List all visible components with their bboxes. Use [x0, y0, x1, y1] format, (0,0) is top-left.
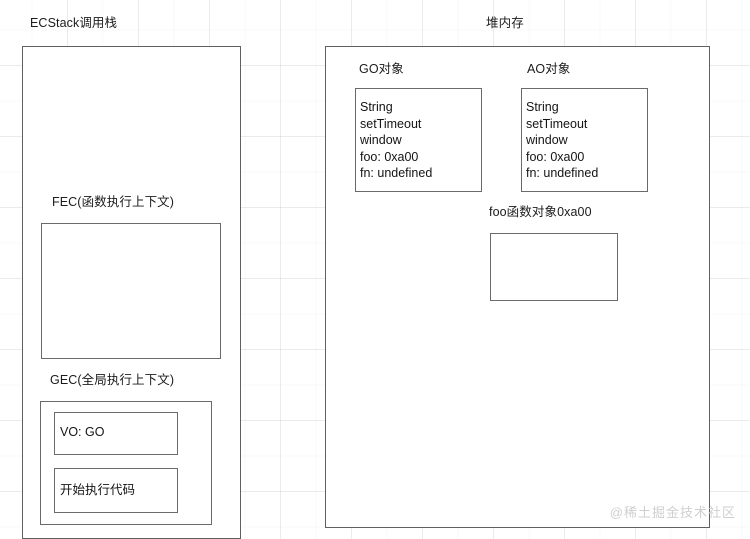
go-object-properties: String setTimeout window foo: 0xa00 fn: … — [360, 100, 433, 181]
foo-function-object-box — [490, 233, 618, 301]
gec-item-start-label: 开始执行代码 — [60, 483, 136, 497]
foo-function-object-label: foo函数对象0xa00 — [489, 205, 592, 219]
fec-label: FEC(函数执行上下文) — [52, 195, 175, 209]
fec-box — [41, 223, 221, 359]
gec-label: GEC(全局执行上下文) — [50, 373, 175, 387]
go-object-box — [355, 88, 482, 192]
ao-object-box — [521, 88, 648, 192]
gec-item-vo-box — [54, 412, 178, 455]
watermark: @稀土掘金技术社区 — [609, 505, 736, 520]
go-object-label: GO对象 — [359, 62, 404, 76]
gec-item-vo-label: VO: GO — [60, 425, 105, 439]
heap-title: 堆内存 — [486, 16, 524, 30]
ao-object-label: AO对象 — [527, 62, 571, 76]
gec-item-start-box — [54, 468, 178, 513]
ecstack-title: ECStack调用栈 — [30, 16, 118, 30]
ao-object-properties: String setTimeout window foo: 0xa00 fn: … — [526, 100, 599, 181]
